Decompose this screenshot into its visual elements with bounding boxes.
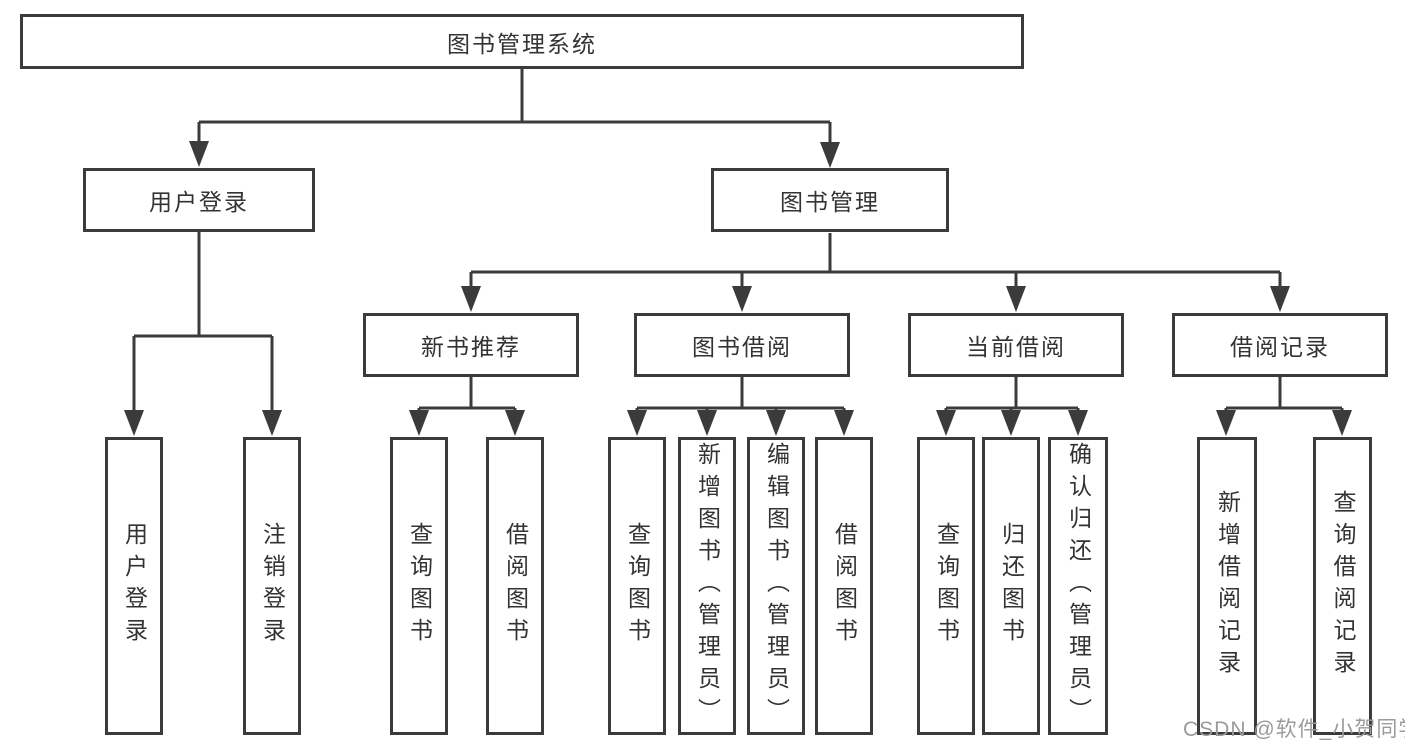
connector-newbooks-to-leaves: [417, 377, 517, 427]
node-user-login-label: 用户登录: [149, 189, 249, 215]
node-leaf-current-confirm: 确认归还（管理员）: [1048, 437, 1108, 735]
connector-bookborrow-to-leaves: [635, 377, 846, 427]
leaf-label: 借阅图书: [831, 522, 858, 650]
leaf-label: 新增借阅记录: [1214, 490, 1241, 682]
connector-records-to-leaves: [1224, 377, 1344, 427]
leaf-label: 归还图书: [998, 522, 1025, 650]
leaf-label: 编辑图书（管理员）: [763, 442, 790, 730]
node-borrow-records-label: 借阅记录: [1230, 334, 1330, 360]
node-book-management-label: 图书管理: [780, 189, 880, 215]
connector-root-to-level2: [197, 69, 832, 158]
node-leaf-logout: 注销登录: [243, 437, 301, 735]
node-current-borrow: 当前借阅: [908, 313, 1124, 377]
node-root-label: 图书管理系统: [447, 30, 597, 57]
node-leaf-newbooks-query: 查询图书: [390, 437, 448, 735]
node-leaf-newbooks-borrow: 借阅图书: [486, 437, 544, 735]
node-leaf-user-login: 用户登录: [105, 437, 163, 735]
node-current-borrow-label: 当前借阅: [966, 334, 1066, 360]
leaf-label: 用户登录: [121, 522, 148, 650]
node-leaf-current-return: 归还图书: [982, 437, 1040, 735]
csdn-watermark: CSDN @软件_小贺同学: [1183, 718, 1405, 741]
node-new-books-label: 新书推荐: [421, 334, 521, 360]
arrowheads: [124, 141, 1352, 436]
node-root-library-system: 图书管理系统: [20, 14, 1024, 69]
connector-userlogin-to-leaves: [132, 232, 274, 427]
node-leaf-records-add: 新增借阅记录: [1197, 437, 1257, 735]
leaf-label: 查询借阅记录: [1330, 490, 1356, 682]
leaf-label: 查询图书: [624, 522, 651, 650]
leaf-label: 新增图书（管理员）: [694, 442, 721, 730]
leaf-label: 查询图书: [933, 522, 960, 650]
connector-bookmgmt-to-level3: [469, 233, 1282, 303]
leaf-label: 借阅图书: [502, 522, 529, 650]
leaf-label: 注销登录: [259, 522, 286, 650]
node-new-books: 新书推荐: [363, 313, 579, 377]
node-leaf-current-query: 查询图书: [917, 437, 975, 735]
node-borrow-records: 借阅记录: [1172, 313, 1388, 377]
node-user-login: 用户登录: [83, 168, 315, 232]
node-book-management: 图书管理: [711, 168, 949, 232]
leaf-label: 查询图书: [406, 522, 433, 650]
node-book-borrow: 图书借阅: [634, 313, 850, 377]
leaf-label: 确认归还（管理员）: [1065, 442, 1092, 730]
node-leaf-borrow-query: 查询图书: [608, 437, 666, 735]
node-leaf-borrow-edit: 编辑图书（管理员）: [747, 437, 805, 735]
node-book-borrow-label: 图书借阅: [692, 334, 792, 360]
node-leaf-borrow-borrow: 借阅图书: [815, 437, 873, 735]
node-leaf-borrow-add: 新增图书（管理员）: [678, 437, 736, 735]
node-leaf-records-query: 查询借阅记录: [1313, 437, 1372, 735]
